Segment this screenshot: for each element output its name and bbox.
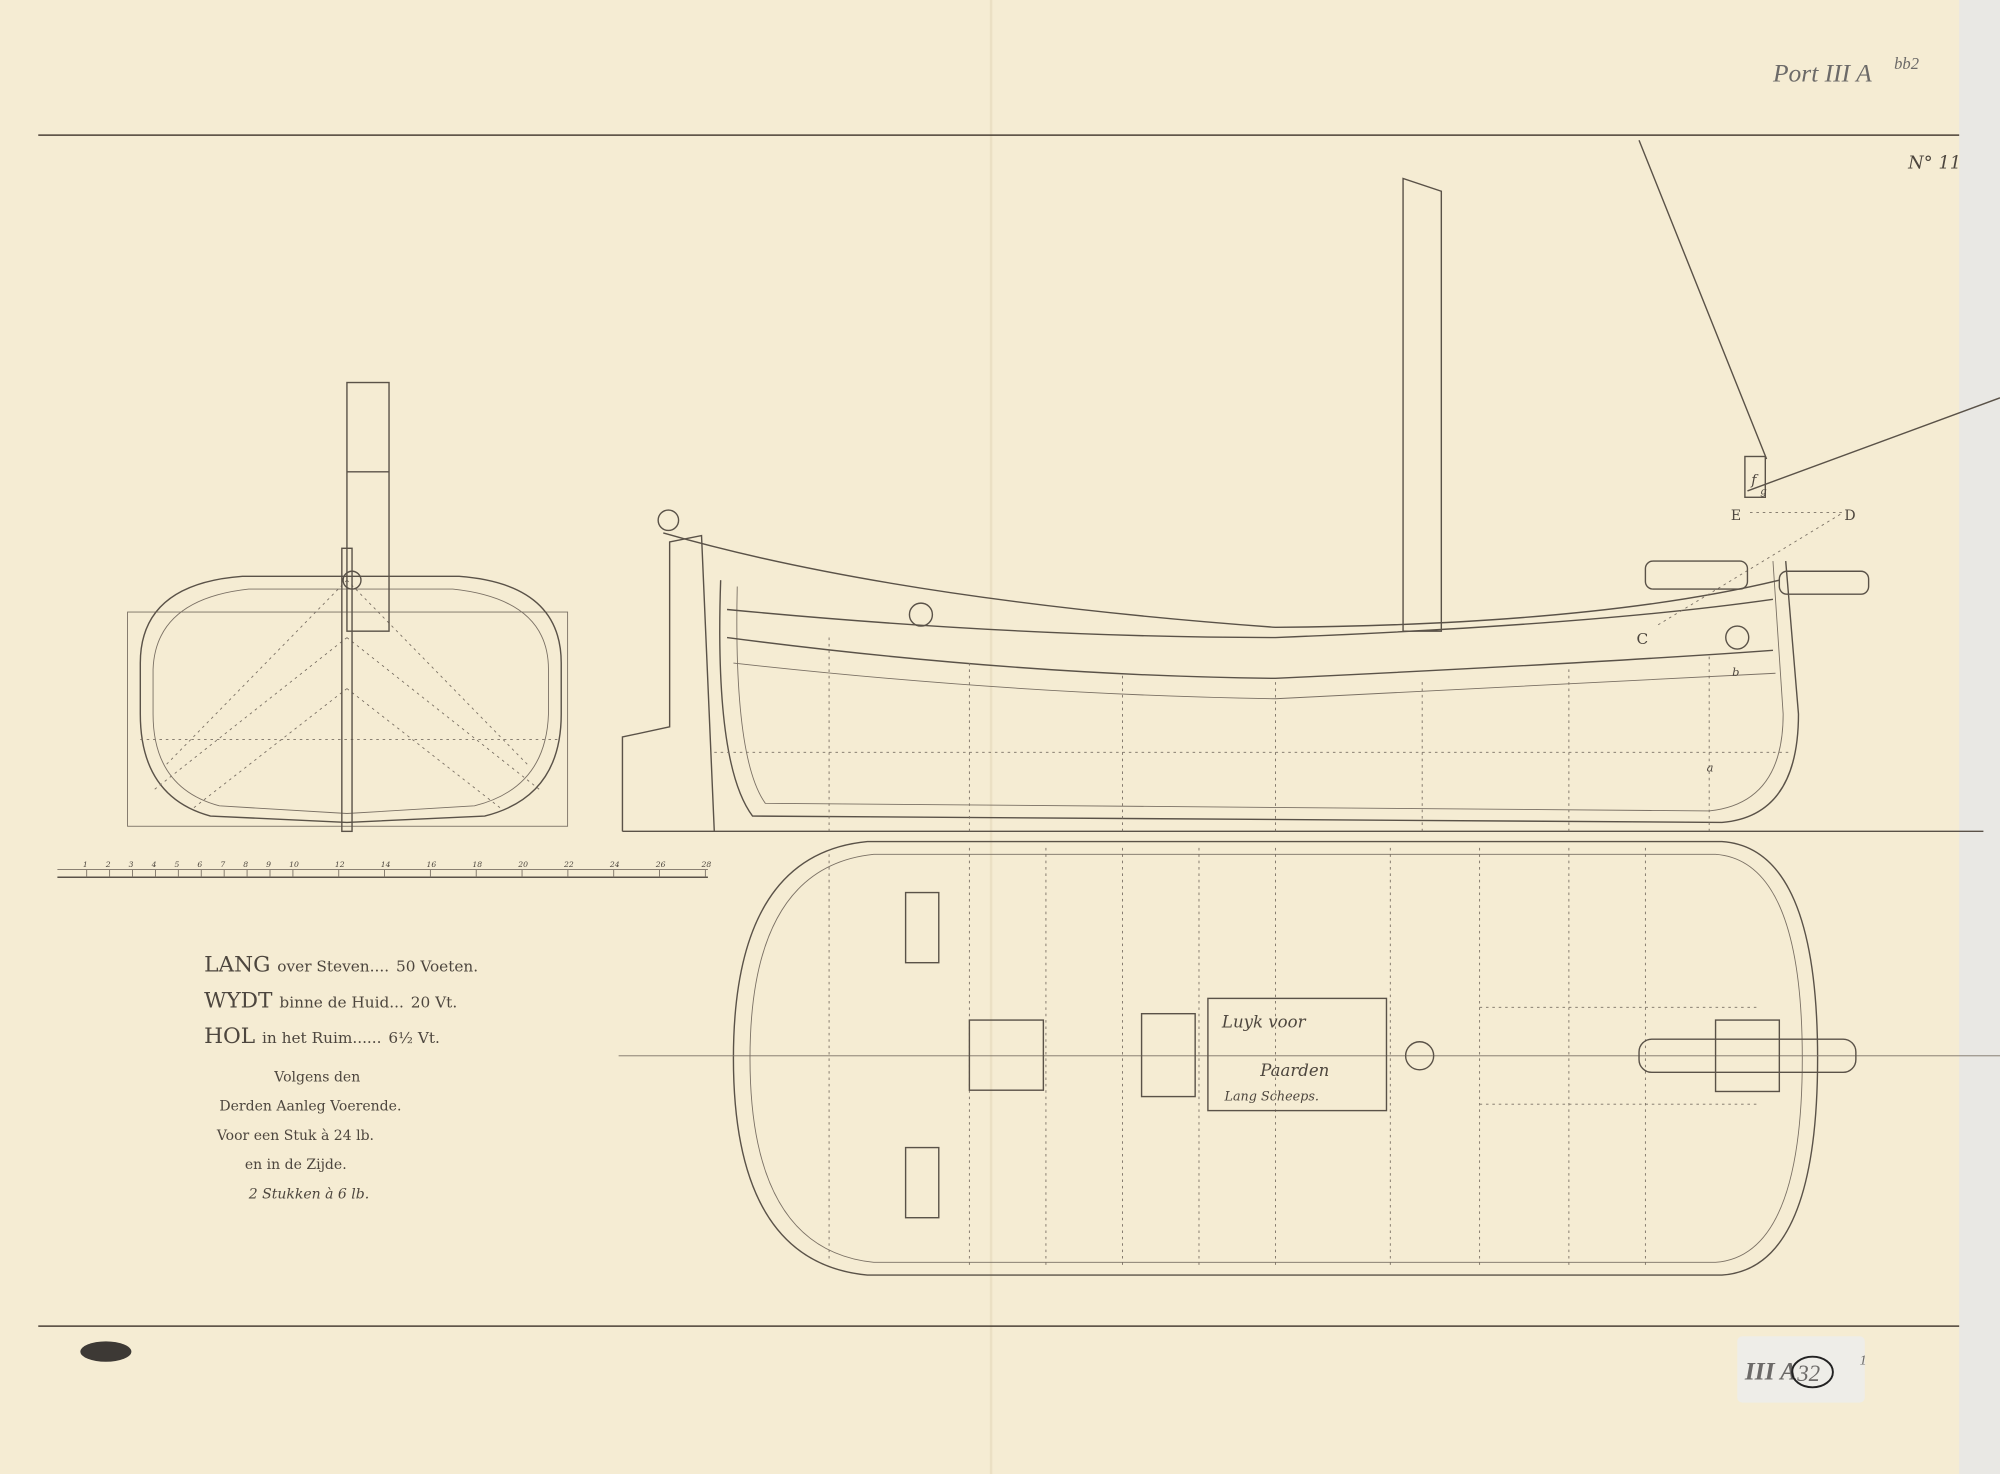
svg-text:III A: III A (1744, 1357, 1797, 1386)
scale-tick-label: 16 (427, 860, 437, 869)
note-line: Derden Aanleg Voerende. (219, 1099, 401, 1115)
spec-hol-value: 6½ Vt. (388, 1029, 439, 1047)
spec-wydt-mid: binne de Huid... (279, 993, 404, 1011)
catalog-label: III A 32 1 (1737, 1336, 1867, 1403)
note-line: Volgens den (273, 1069, 360, 1085)
scale-tick-label: 12 (335, 860, 345, 869)
svg-text:WYDT binne de Huid... 20 Vt.: WYDT binne de Huid... 20 Vt. (204, 988, 457, 1013)
scale-tick-label: 14 (381, 860, 391, 869)
scale-tick-label: 18 (472, 860, 482, 869)
scale-tick-label: 10 (289, 860, 299, 869)
spec-lang-value: 50 Voeten. (396, 958, 478, 976)
label-E: E (1731, 508, 1741, 524)
hatch-label: Paarden (1259, 1061, 1329, 1080)
svg-text:LANG over Steven.... 50 Voeten: LANG over Steven.... 50 Voeten. (204, 953, 478, 978)
ink-stain (80, 1341, 132, 1362)
note-line: Voor een Stuk à 24 lb. (216, 1127, 374, 1144)
svg-text:32: 32 (1796, 1361, 1820, 1386)
label-a: a (1707, 760, 1714, 774)
scale-tick-label: 28 (701, 860, 712, 869)
hatch-label: Luyk voor (1221, 1013, 1307, 1032)
horse-hatch (1207, 997, 1388, 1112)
label-C: C (1636, 630, 1648, 648)
side-elevation: E D C f g b a (621, 139, 2000, 836)
deck-plan: Luyk voor Paarden Lang Scheeps. (618, 840, 2000, 1276)
scale-tick-label: 6 (197, 860, 202, 869)
svg-text:HOL in het Ruim...... 6½ Vt.: HOL in het Ruim...... 6½ Vt. (204, 1024, 440, 1049)
specifications: LANG over Steven.... 50 Voeten. WYDT bin… (204, 953, 478, 1203)
label-D: D (1844, 508, 1855, 524)
label-f: f (1750, 473, 1759, 489)
label-b: b (1732, 665, 1739, 679)
plate-number: N° 11 (1907, 152, 1961, 173)
note-line: 2 Stukken à 6 lb. (248, 1187, 370, 1203)
scale-tick-label: 9 (266, 860, 271, 869)
scale-tick-label: 3 (129, 860, 134, 869)
label-g: g (1760, 487, 1767, 498)
scale-tick-label: 22 (563, 860, 574, 869)
scale-tick-label: 1 (83, 860, 88, 869)
spec-lang-head: LANG (204, 953, 270, 978)
svg-text:1: 1 (1860, 1353, 1867, 1368)
scale-tick-label: 26 (655, 860, 666, 869)
spec-lang-mid: over Steven.... (277, 958, 389, 976)
scale-tick-label: 2 (105, 860, 111, 869)
spec-wydt-head: WYDT (204, 988, 273, 1013)
scale-tick-label: 8 (243, 860, 248, 869)
archive-mark: Port III A (1772, 59, 1872, 88)
spec-hol-head: HOL (204, 1024, 255, 1049)
scale-tick-label: 7 (220, 860, 225, 869)
scale-tick-label: 5 (175, 860, 180, 869)
scale-tick-label: 4 (151, 860, 157, 869)
body-plan-section (127, 381, 569, 833)
note-line: en in de Zijde. (245, 1157, 347, 1173)
spec-wydt-value: 20 Vt. (411, 993, 457, 1011)
scale-tick-label: 20 (517, 860, 528, 869)
hatch-label: Lang Scheeps. (1223, 1089, 1318, 1104)
scale-tick-label: 24 (609, 860, 620, 869)
archive-sub: bb2 (1894, 54, 1919, 73)
spec-hol-mid: in het Ruim...... (262, 1029, 381, 1047)
